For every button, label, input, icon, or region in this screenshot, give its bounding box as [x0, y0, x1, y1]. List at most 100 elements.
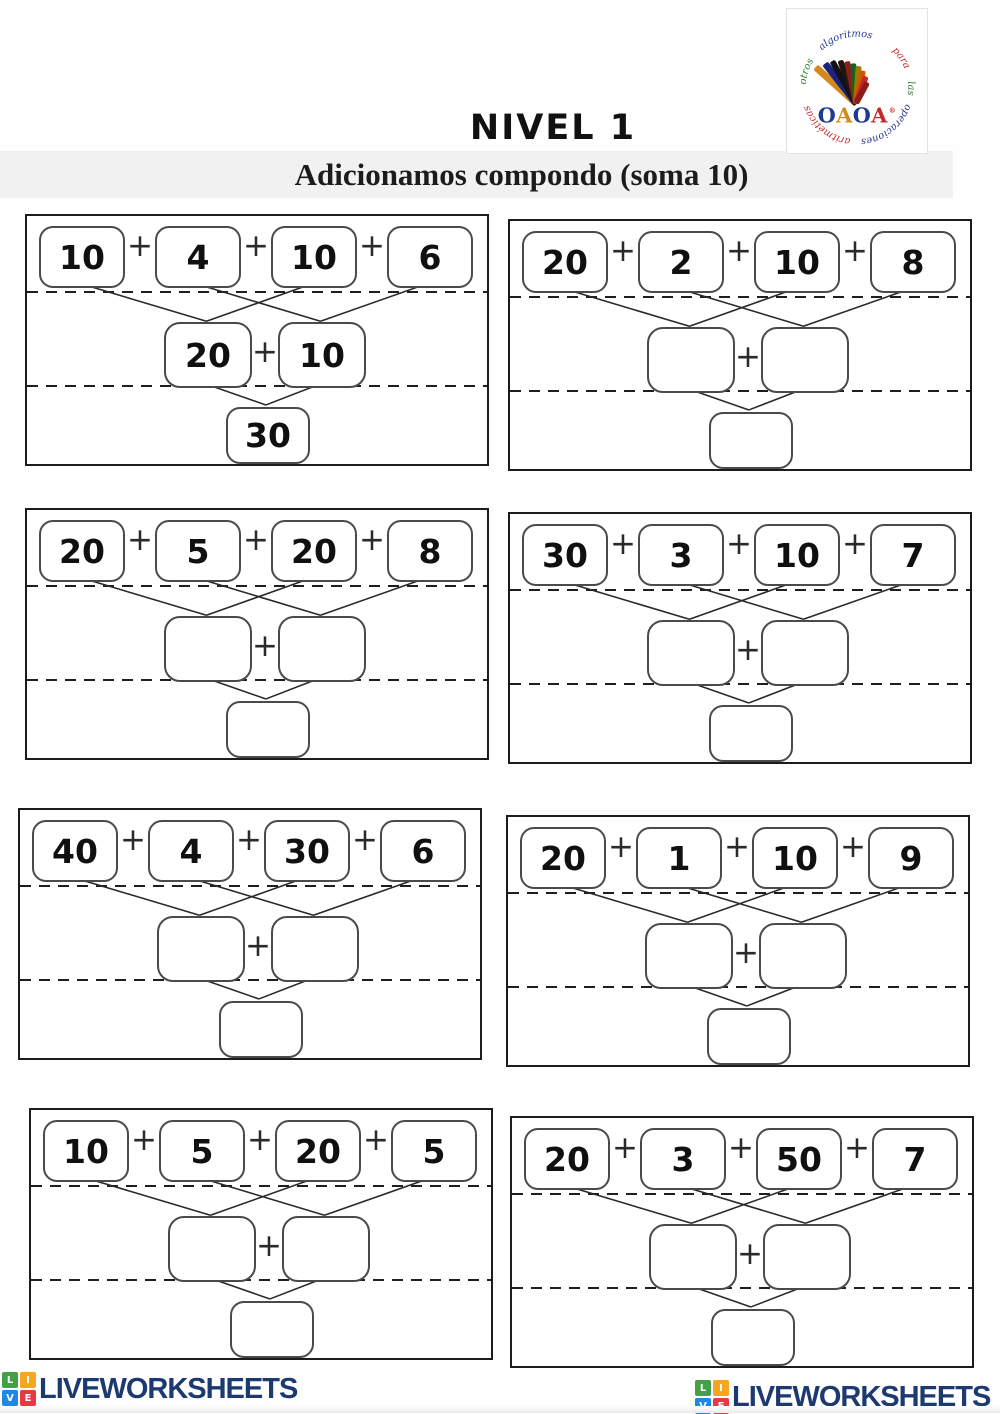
- exercise-panel-1: 10 + 4 + 10 + 6 20 + 10 30: [25, 214, 489, 466]
- cut-line: [508, 986, 968, 988]
- plus-sign: +: [252, 334, 278, 370]
- addend-box: 3: [640, 1128, 726, 1190]
- addend-value: 20: [295, 1131, 341, 1171]
- plus-sign: +: [842, 526, 868, 562]
- plus-sign: +: [131, 1122, 157, 1158]
- addend-value: 50: [776, 1139, 822, 1179]
- addend-value: 5: [422, 1131, 446, 1171]
- addend-value: 3: [669, 535, 693, 575]
- partial-sum-answer-box[interactable]: [761, 327, 849, 393]
- exercise-panel-8: 20 + 3 + 50 + 7 +: [510, 1116, 974, 1368]
- partial-sum-answer-box[interactable]: [759, 923, 847, 989]
- addend-value: 20: [291, 531, 337, 571]
- addend-value: 4: [186, 237, 210, 277]
- exercise-panel-4: 30 + 3 + 10 + 7 +: [508, 512, 972, 764]
- cut-line: [27, 385, 487, 387]
- total-answer-box[interactable]: [230, 1301, 314, 1358]
- plus-sign: +: [612, 1130, 638, 1166]
- cut-line: [27, 585, 487, 587]
- addend-box: 2: [638, 231, 724, 293]
- total-value: 30: [245, 416, 291, 455]
- plus-sign: +: [608, 829, 634, 865]
- plus-sign: +: [726, 233, 752, 269]
- partial-sum-answer-box[interactable]: [763, 1224, 851, 1290]
- addend-box: 4: [148, 820, 234, 882]
- addend-box: 10: [754, 524, 840, 586]
- plus-sign: +: [243, 228, 269, 264]
- addend-box: 7: [870, 524, 956, 586]
- tile-letter: L: [2, 1372, 18, 1388]
- partial-sum-answer-box[interactable]: [761, 620, 849, 686]
- cut-line: [510, 296, 970, 298]
- partial-sum-answer-box[interactable]: [649, 1224, 737, 1290]
- connector-lines: [85, 1177, 431, 1300]
- addend-value: 20: [540, 838, 586, 878]
- logo-word: para: [890, 45, 912, 71]
- cut-line: [27, 679, 487, 681]
- addend-box: 6: [380, 820, 466, 882]
- total-answer-box[interactable]: [226, 701, 310, 758]
- addend-box: 20: [39, 520, 125, 582]
- addend-box: 10: [754, 231, 840, 293]
- plus-sign: +: [844, 1130, 870, 1166]
- partial-sum-answer-box[interactable]: [282, 1216, 370, 1282]
- partial-sum-box: 20: [164, 322, 252, 388]
- total-answer-box[interactable]: [709, 412, 793, 469]
- partial-sum-answer-box[interactable]: [647, 327, 735, 393]
- partial-sum-answer-box[interactable]: [271, 916, 359, 982]
- addend-value: 1: [667, 838, 691, 878]
- plus-sign: +: [363, 1122, 389, 1158]
- logo-word: las: [905, 81, 917, 96]
- partial-sum-answer-box[interactable]: [647, 620, 735, 686]
- exercise-panel-7: 10 + 5 + 20 + 5 +: [29, 1108, 493, 1360]
- cut-line: [20, 979, 480, 981]
- addend-box: 6: [387, 226, 473, 288]
- connector-lines: [74, 877, 420, 1000]
- addend-value: 10: [59, 237, 105, 277]
- partial-sum-value: 20: [185, 335, 231, 375]
- liveworksheets-wordmark: LIVEWORKSHEETS: [39, 1372, 298, 1405]
- plus-sign: +: [352, 822, 378, 858]
- total-answer-box[interactable]: [709, 705, 793, 762]
- cut-line: [512, 1287, 972, 1289]
- exercise-panel-6: 20 + 1 + 10 + 9 +: [506, 815, 970, 1067]
- partial-sum-answer-box[interactable]: [164, 616, 252, 682]
- addend-value: 10: [772, 838, 818, 878]
- addend-box: 8: [870, 231, 956, 293]
- plus-sign: +: [252, 628, 278, 664]
- partial-sum-answer-box[interactable]: [157, 916, 245, 982]
- partial-sum-answer-box[interactable]: [168, 1216, 256, 1282]
- cut-line: [31, 1185, 491, 1187]
- addend-box: 3: [638, 524, 724, 586]
- addend-box: 4: [155, 226, 241, 288]
- addend-value: 10: [774, 242, 820, 282]
- plus-sign: +: [842, 233, 868, 269]
- partial-sum-answer-box[interactable]: [278, 616, 366, 682]
- liveworksheets-tiles-icon: L I V E: [2, 1372, 36, 1406]
- plus-sign: +: [737, 1236, 763, 1272]
- svg-text:las: las: [905, 81, 917, 96]
- tile-letter: V: [2, 1390, 18, 1406]
- connector-lines: [564, 288, 910, 411]
- partial-sum-answer-box[interactable]: [645, 923, 733, 989]
- addend-box: 5: [391, 1120, 477, 1182]
- total-answer-box[interactable]: [219, 1001, 303, 1058]
- addend-value: 10: [63, 1131, 109, 1171]
- addend-box: 10: [43, 1120, 129, 1182]
- addend-box: 30: [522, 524, 608, 586]
- tile-letter: E: [20, 1390, 36, 1406]
- total-answer-box[interactable]: [711, 1309, 795, 1366]
- logo-word: algoritmos: [817, 29, 874, 53]
- svg-text:algoritmos: algoritmos: [817, 29, 874, 53]
- cut-line: [510, 683, 970, 685]
- addend-box: 10: [39, 226, 125, 288]
- addend-box: 20: [271, 520, 357, 582]
- addend-value: 9: [899, 838, 923, 878]
- page-subtitle: Adicionamos compondo (soma 10): [294, 156, 749, 192]
- addend-box: 7: [872, 1128, 958, 1190]
- addend-value: 30: [542, 535, 588, 575]
- addend-value: 2: [669, 242, 693, 282]
- total-answer-box[interactable]: [707, 1008, 791, 1065]
- addend-value: 6: [411, 831, 435, 871]
- addend-box: 5: [159, 1120, 245, 1182]
